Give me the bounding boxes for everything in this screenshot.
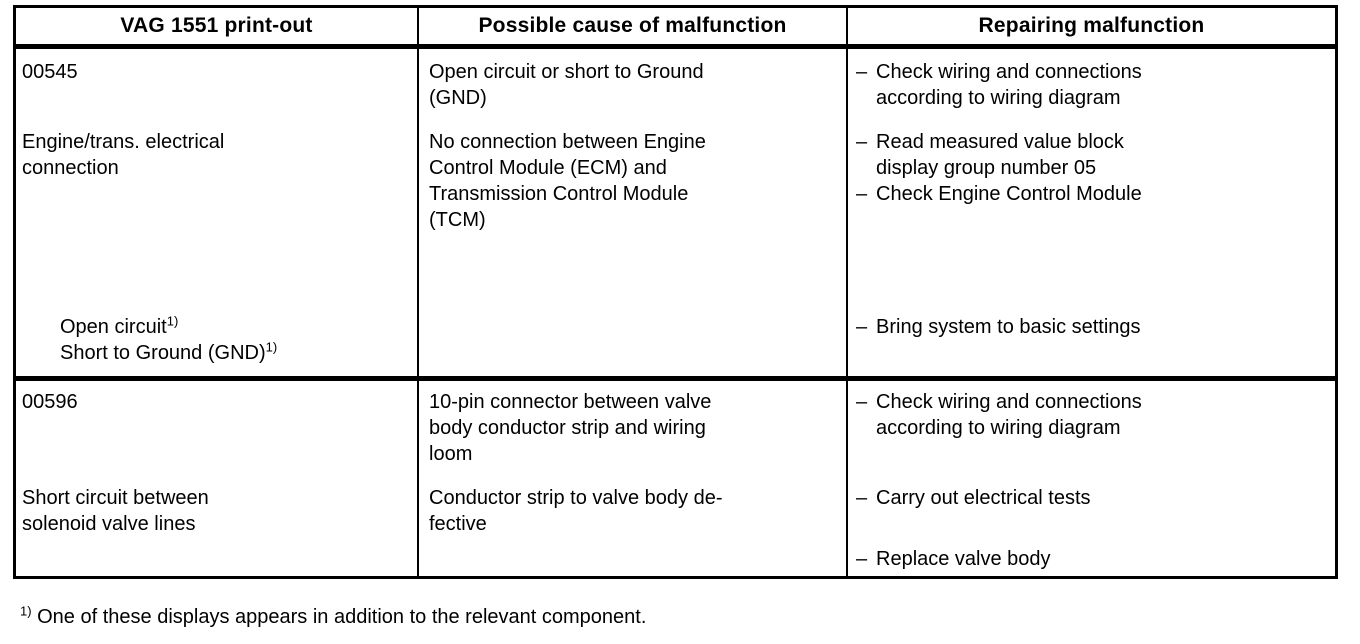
- repair-item: – Carry out electrical tests: [856, 485, 1091, 511]
- dash-icon: –: [856, 183, 868, 205]
- fault-subitem: Short to Ground (GND)1): [22, 340, 277, 366]
- fault-code: 00596: [22, 391, 78, 413]
- cause-item: Conductor strip to valve body de- fectiv…: [429, 487, 723, 535]
- repair-item: – Read measured value block display grou…: [856, 129, 1124, 181]
- cause-item: 10-pin connector between valve body cond…: [429, 391, 712, 465]
- footnote-marker: 1): [265, 339, 278, 355]
- dash-icon: –: [856, 131, 868, 153]
- repair-item: – Replace valve body: [856, 546, 1051, 572]
- column-header-cause: Possible cause of malfunction: [419, 8, 848, 44]
- dash-icon: –: [856, 391, 868, 413]
- cell-cause: 10-pin connector between valve body cond…: [419, 381, 848, 577]
- table-header-row: VAG 1551 print-out Possible cause of mal…: [16, 8, 1335, 49]
- cause-item: No connection between Engine Control Mod…: [429, 131, 706, 231]
- cell-cause: Open circuit or short to Ground (GND) No…: [419, 49, 848, 376]
- cell-printout: 00596 Short circuit between solenoid val…: [16, 381, 419, 577]
- repair-item: – Check wiring and connections according…: [856, 59, 1142, 111]
- dash-icon: –: [856, 487, 868, 509]
- repair-item-text: Check wiring and connections according t…: [876, 391, 1142, 439]
- dash-icon: –: [856, 316, 868, 338]
- fault-code-table: VAG 1551 print-out Possible cause of mal…: [13, 5, 1338, 579]
- table-row: 00545 Engine/trans. electrical connectio…: [16, 49, 1335, 381]
- cause-item: Open circuit or short to Ground (GND): [429, 61, 704, 109]
- repair-item-text: Replace valve body: [876, 548, 1051, 570]
- footnote-marker: 1): [166, 313, 179, 329]
- footnote: 1) One of these displays appears in addi…: [20, 604, 646, 630]
- table-row: 00596 Short circuit between solenoid val…: [16, 381, 1335, 577]
- repair-item-text: Check Engine Control Module: [876, 183, 1142, 205]
- footnote-text: One of these displays appears in additio…: [31, 606, 647, 628]
- column-header-repair: Repairing malfunction: [978, 14, 1205, 37]
- cell-printout: 00545 Engine/trans. electrical connectio…: [16, 49, 419, 376]
- repair-item-text: Carry out electrical tests: [876, 487, 1091, 509]
- fault-code: 00545: [22, 61, 78, 83]
- fault-description: Engine/trans. electrical connection: [22, 131, 225, 179]
- fault-subitem: Open circuit1): [22, 314, 178, 340]
- cell-repair: – Check wiring and connections according…: [848, 49, 1335, 376]
- cell-repair: – Check wiring and connections according…: [848, 381, 1335, 577]
- dash-icon: –: [856, 548, 868, 570]
- column-header-printout: VAG 1551 print-out: [16, 8, 419, 44]
- fault-subitem-text: Open circuit: [60, 316, 167, 338]
- repair-item-text: Read measured value block display group …: [876, 131, 1124, 179]
- footnote-marker: 1): [20, 603, 32, 619]
- repair-item-text: Bring system to basic settings: [876, 316, 1141, 338]
- repair-item: – Check wiring and connections according…: [856, 389, 1142, 441]
- fault-subitem-text: Short to Ground (GND): [60, 342, 266, 364]
- repair-item: – Check Engine Control Module: [856, 181, 1142, 207]
- fault-description: Short circuit between solenoid valve lin…: [22, 487, 209, 535]
- repair-item-text: Check wiring and connections according t…: [876, 61, 1142, 109]
- dash-icon: –: [856, 61, 868, 83]
- repair-item: – Bring system to basic settings: [856, 314, 1141, 340]
